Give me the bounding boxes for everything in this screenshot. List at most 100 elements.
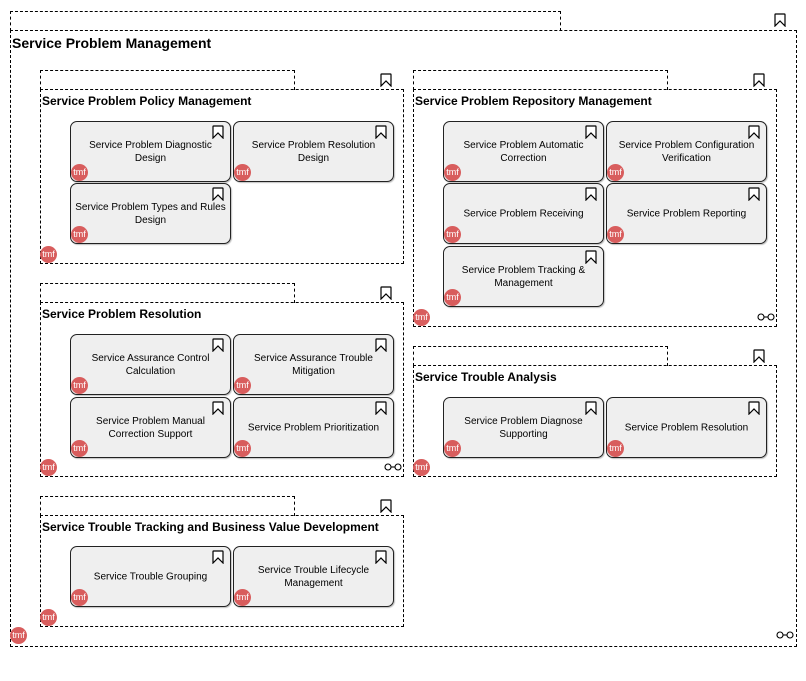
capability-card[interactable]: Service Problem Manual Correction Suppor… xyxy=(70,397,231,458)
tmf-logo-icon: tmf xyxy=(71,440,88,457)
card-bookmark-icon xyxy=(375,401,387,415)
capability-card-label: Service Problem Resolution Design xyxy=(251,139,376,164)
tmf-logo-text: tmf xyxy=(609,229,622,239)
capability-card-label: Service Problem Reporting xyxy=(626,208,747,219)
tmf-logo-icon: tmf xyxy=(10,627,27,644)
group-title: Service Problem Resolution xyxy=(42,307,202,321)
capability-card[interactable]: Service Problem Receiving tmf xyxy=(443,183,604,244)
tmf-logo-icon: tmf xyxy=(444,164,461,181)
capability-card-label: Service Problem Resolution xyxy=(624,422,749,433)
capability-card[interactable]: Service Problem Types and Rules Design tm… xyxy=(70,183,231,244)
card-bookmark-icon xyxy=(212,338,224,352)
group-title: Service Problem Policy Management xyxy=(42,94,252,108)
outer-group-title: Service Problem Management xyxy=(12,35,212,51)
tmf-logo-icon: tmf xyxy=(413,309,430,326)
tmf-logo-icon: tmf xyxy=(413,459,430,476)
tmf-logo-icon: tmf xyxy=(607,226,624,243)
tmf-logo-icon: tmf xyxy=(40,246,57,263)
outer-group-tab xyxy=(10,11,561,31)
capability-card-label: Service Assurance Control Calculation xyxy=(91,352,210,377)
tmf-logo-icon: tmf xyxy=(444,440,461,457)
tmf-logo-text: tmf xyxy=(415,462,428,472)
tmf-logo-text: tmf xyxy=(446,292,459,302)
capability-card[interactable]: Service Problem Automatic Correction tmf xyxy=(443,121,604,182)
tmf-logo-text: tmf xyxy=(73,443,86,453)
tmf-logo-icon: tmf xyxy=(444,289,461,306)
tmf-logo-text: tmf xyxy=(236,380,249,390)
tmf-logo-icon: tmf xyxy=(71,589,88,606)
group-frame xyxy=(413,89,777,327)
capability-card[interactable]: Service Trouble Lifecycle Management tmf xyxy=(233,546,394,607)
tmf-logo-text: tmf xyxy=(73,592,86,602)
capability-card[interactable]: Service Trouble Grouping tmf xyxy=(70,546,231,607)
aggregation-icon xyxy=(776,631,794,639)
card-bookmark-icon xyxy=(585,187,597,201)
group-bookmark-icon xyxy=(753,73,765,87)
tmf-logo-text: tmf xyxy=(236,167,249,177)
tmf-logo-text: tmf xyxy=(446,167,459,177)
tmf-logo-icon: tmf xyxy=(444,226,461,243)
card-bookmark-icon xyxy=(375,550,387,564)
capability-card-label: Service Problem Manual Correction Suppor… xyxy=(96,415,205,440)
tmf-logo-text: tmf xyxy=(236,443,249,453)
card-bookmark-icon xyxy=(585,250,597,264)
group-frame xyxy=(40,89,404,264)
group-title: Service Problem Repository Management xyxy=(415,94,652,108)
card-bookmark-icon xyxy=(212,187,224,201)
group-title: Service Trouble Analysis xyxy=(415,370,557,384)
group-bookmark-icon xyxy=(753,349,765,363)
tmf-logo-text: tmf xyxy=(609,443,622,453)
capability-card-label: Service Assurance Trouble Mitigation xyxy=(254,352,373,377)
tmf-logo-text: tmf xyxy=(609,167,622,177)
capability-card-label: Service Trouble Grouping xyxy=(93,571,208,582)
group-frame xyxy=(413,365,777,477)
capability-card-label: Service Problem Types and Rules Design xyxy=(75,201,226,226)
group-title: Service Trouble Tracking and Business Va… xyxy=(42,520,379,534)
tmf-logo-icon: tmf xyxy=(234,377,251,394)
capability-card-label: Service Trouble Lifecycle Management xyxy=(257,564,370,589)
tmf-logo-text: tmf xyxy=(446,229,459,239)
aggregation-icon xyxy=(384,463,402,471)
capability-card-label: Service Problem Automatic Correction xyxy=(463,139,584,164)
capability-card-label: Service Problem Tracking & Management xyxy=(461,264,586,289)
group-tab xyxy=(413,70,668,90)
capability-card[interactable]: Service Problem Configuration Verificati… xyxy=(606,121,767,182)
card-bookmark-icon xyxy=(748,401,760,415)
capability-card[interactable]: Service Problem Reporting tmf xyxy=(606,183,767,244)
card-bookmark-icon xyxy=(585,125,597,139)
group-tab xyxy=(413,346,668,366)
tmf-logo-text: tmf xyxy=(12,630,25,640)
tmf-logo-text: tmf xyxy=(73,229,86,239)
tmf-logo-icon: tmf xyxy=(234,589,251,606)
tmf-logo-icon: tmf xyxy=(71,164,88,181)
tmf-logo-text: tmf xyxy=(42,612,55,622)
capability-card[interactable]: Service Assurance Trouble Mitigation tmf xyxy=(233,334,394,395)
tmf-logo-icon: tmf xyxy=(234,440,251,457)
card-bookmark-icon xyxy=(212,401,224,415)
tmf-logo-text: tmf xyxy=(446,443,459,453)
card-bookmark-icon xyxy=(748,125,760,139)
group-bookmark-icon xyxy=(380,73,392,87)
card-bookmark-icon xyxy=(748,187,760,201)
group-tab xyxy=(40,283,295,303)
group-bookmark-icon xyxy=(380,286,392,300)
capability-card-label: Service Problem Diagnostic Design xyxy=(89,139,212,164)
tmf-logo-icon: tmf xyxy=(40,609,57,626)
tmf-logo-icon: tmf xyxy=(71,377,88,394)
tmf-logo-text: tmf xyxy=(73,167,86,177)
tmf-logo-icon: tmf xyxy=(234,164,251,181)
outer-group-frame[interactable] xyxy=(10,30,797,647)
group-frame xyxy=(40,302,404,477)
group-tab xyxy=(40,70,295,90)
tmf-logo-icon: tmf xyxy=(40,459,57,476)
tmf-logo-text: tmf xyxy=(236,592,249,602)
capability-card-label: Service Problem Receiving xyxy=(463,208,584,219)
aggregation-icon xyxy=(757,313,775,321)
